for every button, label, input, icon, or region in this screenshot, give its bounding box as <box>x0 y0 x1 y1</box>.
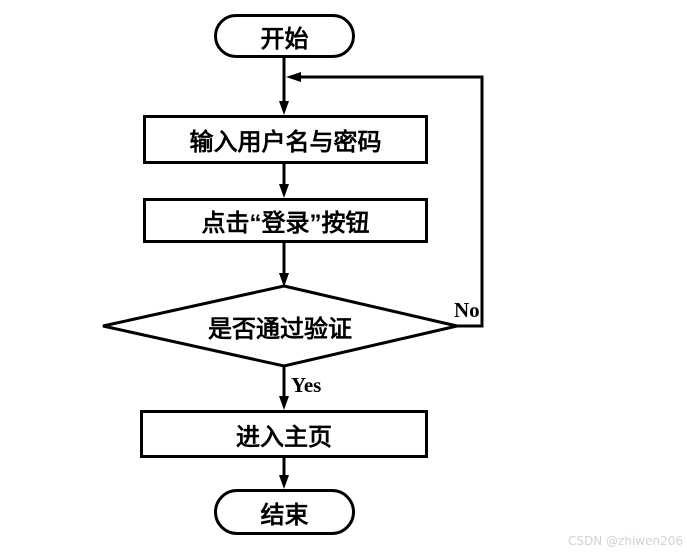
arrowhead-homepage-to-end-icon <box>279 475 289 489</box>
start-label: 开始 <box>260 25 309 53</box>
enter-homepage-process: 进入主页 <box>140 410 428 458</box>
arrowhead-input-to-click-icon <box>279 184 289 198</box>
no-loop-arrowhead-icon <box>286 72 301 82</box>
arrowhead-start-to-input-icon <box>279 101 289 115</box>
arrowhead-decision-to-homepage-icon <box>279 396 289 410</box>
input-credentials-label: 输入用户名与密码 <box>189 129 382 156</box>
arrowhead-click-to-decision-icon <box>279 273 289 287</box>
end-label: 结束 <box>260 501 309 529</box>
verification-decision: 是否通过验证 <box>103 286 457 366</box>
input-credentials-process: 输入用户名与密码 <box>143 115 428 164</box>
end-terminator: 结束 <box>214 489 355 535</box>
click-login-process: 点击“登录”按钮 <box>143 198 428 243</box>
start-terminator: 开始 <box>214 14 355 58</box>
click-login-label: 点击“登录”按钮 <box>201 210 370 237</box>
enter-homepage-label: 进入主页 <box>236 423 332 451</box>
no-branch-label: No <box>454 298 480 322</box>
csdn-watermark: CSDN @zhiwen206 <box>568 534 683 548</box>
yes-branch-label: Yes <box>291 373 322 397</box>
no-loop-line <box>299 75 484 328</box>
verification-decision-label: 是否通过验证 <box>208 315 352 343</box>
